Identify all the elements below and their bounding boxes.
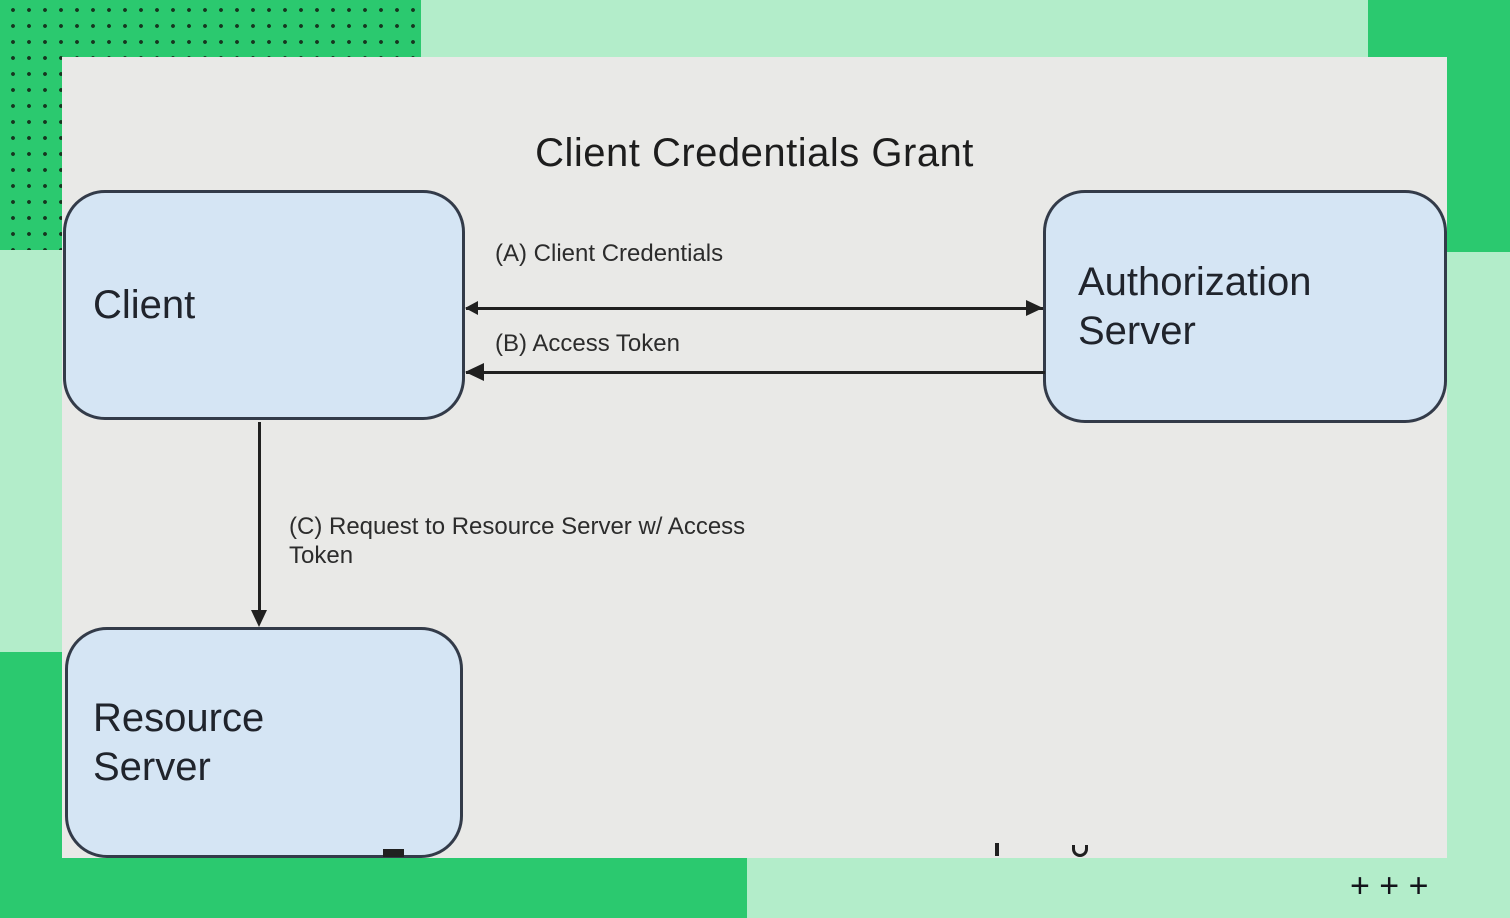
node-resource-server: Resource Server xyxy=(65,627,463,858)
node-authorization-server-label: Authorization Server xyxy=(1078,259,1312,353)
clipped-text-fragment xyxy=(995,843,999,856)
edge-a-line xyxy=(466,307,1043,310)
clipped-text-fragment xyxy=(1072,845,1088,857)
green-strip-bottom xyxy=(0,858,747,918)
node-client: Client xyxy=(63,190,465,420)
edge-a-label: (A) Client Credentials xyxy=(495,240,724,267)
green-strip-right xyxy=(1447,0,1510,252)
edge-c-arrowhead-down-icon xyxy=(251,610,267,627)
edge-a-arrowhead-right-icon xyxy=(1026,300,1043,316)
diagram-title: Client Credentials Grant xyxy=(535,131,974,175)
edge-b-line xyxy=(466,371,1045,374)
edge-b-label: (B) Access Token xyxy=(495,330,680,357)
clipped-text-fragment xyxy=(383,849,404,857)
node-resource-server-label: Resource Server xyxy=(93,695,265,789)
edge-a-arrowhead-left-icon xyxy=(465,301,478,315)
edge-c-line xyxy=(258,422,261,612)
node-client-label: Client xyxy=(93,282,196,327)
diagram-panel: Client Credentials Grant Client Authoriz… xyxy=(62,57,1447,858)
edge-c-label: (C) Request to Resource Server w/ Access… xyxy=(289,513,746,569)
edge-b-arrowhead-left-icon xyxy=(465,363,484,381)
node-authorization-server: Authorization Server xyxy=(1043,190,1447,423)
plus-decoration: + + + xyxy=(1350,867,1429,905)
